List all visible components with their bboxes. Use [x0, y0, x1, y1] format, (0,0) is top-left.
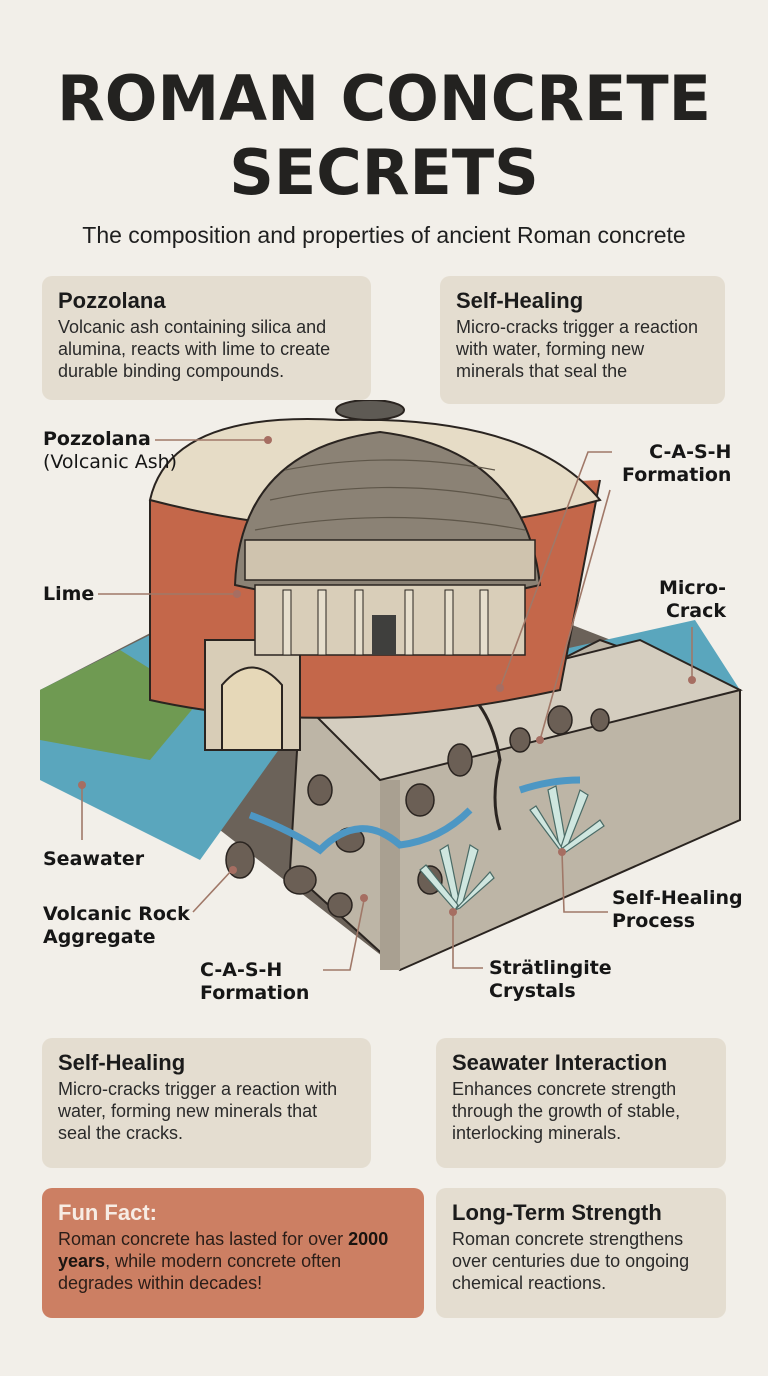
card-title: Self-Healing: [456, 288, 584, 313]
label-cash-bottom-line1: C-A-S-H: [200, 959, 283, 981]
label-pozzolana: Pozzolana (Volcanic Ash): [43, 428, 177, 474]
card-body: Enhances concrete strength through the g…: [452, 1079, 681, 1143]
leader-dots: [78, 436, 696, 916]
label-pozzolana-sub: (Volcanic Ash): [43, 451, 178, 473]
card-body: Micro-cracks trigger a reaction with wat…: [456, 317, 699, 381]
page-title-line2: SECRETS: [229, 136, 539, 209]
label-stratlingite-line2: Crystals: [489, 980, 576, 1002]
label-cash-bottom: C-A-S-H Formation: [200, 959, 309, 1005]
label-cash-bottom-line2: Formation: [200, 982, 310, 1004]
label-volcanic-rock: Volcanic Rock Aggregate: [43, 903, 190, 949]
leader-lines: [81, 439, 693, 971]
card-body: Micro-cracks trigger a reaction with wat…: [58, 1079, 338, 1143]
card-title: Self-Healing: [58, 1050, 186, 1075]
aggregate-rocks: [225, 705, 610, 918]
label-cash-top-line1: C-A-S-H: [649, 441, 732, 463]
card-body: Volcanic ash containing silica and alumi…: [58, 317, 331, 381]
label-cash-top: C-A-S-H Formation: [622, 441, 731, 487]
card-seawater-interaction: Seawater Interaction Enhances concrete s…: [436, 1038, 726, 1168]
label-selfheal-line2: Process: [612, 910, 696, 932]
pantheon-cutaway-diagram: [40, 400, 743, 972]
oculus: [335, 400, 405, 421]
card-title: Seawater Interaction: [452, 1050, 668, 1075]
card-pozzolana: Pozzolana Volcanic ash containing silica…: [42, 276, 371, 400]
fun-fact-title: Fun Fact:: [58, 1200, 157, 1225]
water-flow-arrow: [248, 807, 473, 855]
label-self-healing-process: Self-Healing Process: [612, 887, 743, 933]
card-title: Long-Term Strength: [452, 1200, 662, 1225]
label-cash-top-line2: Formation: [622, 464, 732, 486]
attic-band: [244, 539, 536, 581]
card-title: Pozzolana: [58, 288, 166, 313]
card-fun-fact: Fun Fact: Roman concrete has lasted for …: [42, 1188, 424, 1318]
label-stratlingite-line1: Strätlingite: [489, 957, 612, 979]
label-lime: Lime: [43, 583, 95, 605]
card-self-healing: Self-Healing Micro-cracks trigger a reac…: [42, 1038, 371, 1168]
label-selfheal-line1: Self-Healing: [612, 887, 743, 909]
fun-fact-highlight: 2000 years: [58, 1229, 389, 1271]
label-volcanic-line2: Aggregate: [43, 926, 156, 948]
label-stratlingite: Strätlingite Crystals: [489, 957, 612, 1003]
card-body: Roman concrete strengthens over centurie…: [452, 1229, 690, 1293]
label-micro-crack: Micro- Crack: [659, 577, 726, 623]
label-volcanic-line1: Volcanic Rock: [43, 903, 190, 925]
label-micro-line2: Crack: [665, 600, 726, 622]
stratlingite-crystals: [419, 785, 605, 912]
fun-fact-text: Roman concrete has lasted for over: [58, 1229, 349, 1249]
page-title: ROMAN CONCRETE: [57, 62, 711, 135]
card-self-healing-top: Self-Healing Micro-cracks trigger a reac…: [440, 276, 725, 404]
fun-fact-body: Roman concrete has lasted for over 2000 …: [58, 1228, 408, 1294]
label-micro-line1: Micro-: [659, 577, 726, 599]
label-pozzolana-text: Pozzolana: [43, 428, 151, 450]
page-subtitle: The composition and properties of ancien…: [82, 222, 686, 248]
label-seawater: Seawater: [43, 848, 145, 870]
fun-fact-text-end: , while modern concrete often degrades w…: [58, 1251, 342, 1293]
card-long-term-strength: Long-Term Strength Roman concrete streng…: [436, 1188, 726, 1318]
